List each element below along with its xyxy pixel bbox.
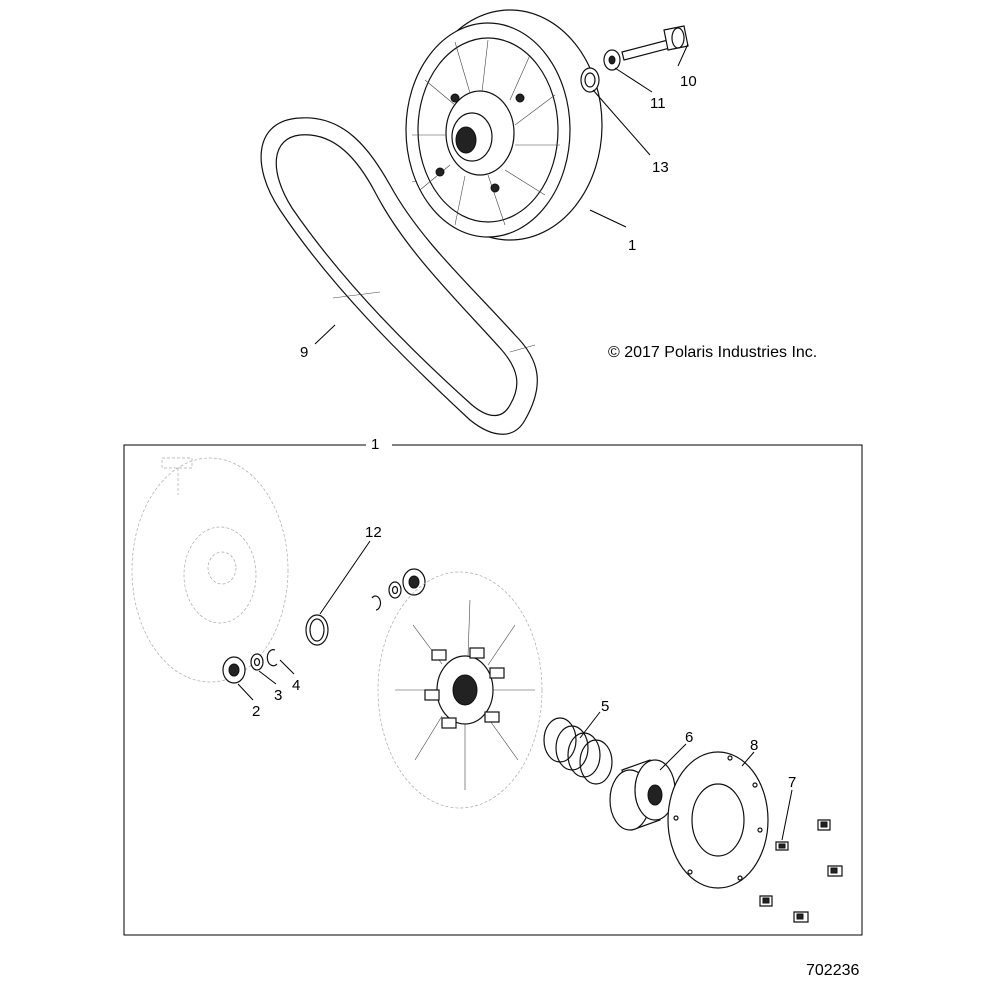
washer-3 [250,653,264,671]
screws [759,819,843,923]
callout-7: 7 [788,774,796,791]
stationary-sheave [131,457,289,683]
cover-plate [667,751,769,889]
callout-13: 13 [652,159,669,176]
callout-1-box: 1 [371,436,379,453]
movable-sheave [377,571,543,809]
callout-8: 8 [750,737,758,754]
screw-1 [775,841,789,851]
washer-top [603,49,621,71]
bolt [621,25,689,61]
callout-6: 6 [685,729,693,746]
callout-5: 5 [601,698,609,715]
callout-10: 10 [680,73,697,90]
screw-2 [817,819,831,831]
callout-4: 4 [292,677,300,694]
bearing [222,656,246,684]
callout-3: 3 [274,687,282,704]
spring [543,717,613,785]
figure-number: 702236 [806,962,859,979]
screw-5 [793,911,809,923]
screw-3 [827,865,843,877]
spacer-ring [580,67,600,93]
screw-4 [759,895,773,907]
o-ring [305,614,329,646]
retaining-ring-4 [266,649,278,667]
leaders-upper [314,43,689,345]
callout-2: 2 [252,703,260,720]
bearing-stack [371,568,426,611]
callout-9: 9 [300,344,308,361]
leaders-lower [237,540,793,841]
helix-spacer [609,759,676,831]
exploded-view-frame [123,444,863,936]
driven-clutch-sheave [405,9,603,241]
copyright-notice: © 2017 Polaris Industries Inc. [608,344,817,361]
drive-belt [260,117,538,435]
callout-11: 11 [650,95,666,112]
callout-12: 12 [365,524,382,541]
callout-1-top: 1 [628,237,636,254]
